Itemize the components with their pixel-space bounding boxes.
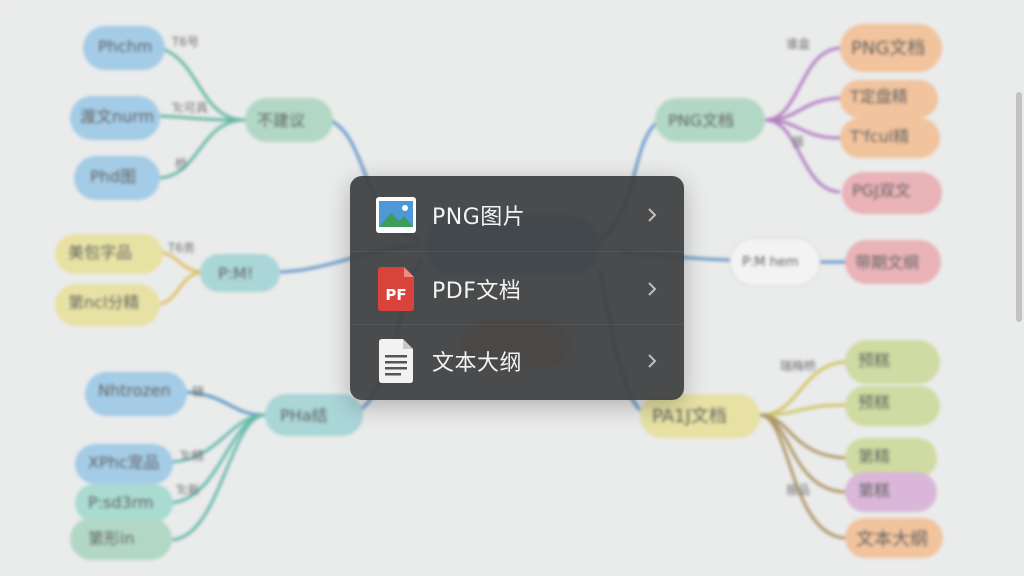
svg-text:不建议: 不建议 xyxy=(257,111,305,130)
svg-text:第糕: 第糕 xyxy=(858,481,890,500)
export-pdf-item[interactable]: PF PDF文档 xyxy=(350,252,684,326)
export-pdf-label: PDF文档 xyxy=(432,279,522,304)
svg-text:辑: 辑 xyxy=(192,385,204,399)
svg-text:Nhtrozen: Nhtrozen xyxy=(98,381,171,400)
svg-text:第精: 第精 xyxy=(858,447,890,466)
svg-text:谁盒: 谁盒 xyxy=(786,36,810,51)
svg-text:PNG文档: PNG文档 xyxy=(851,38,925,59)
svg-text:PHa结: PHa结 xyxy=(280,406,328,425)
svg-text:Phd图: Phd图 xyxy=(90,167,136,186)
svg-text:PA1J文档: PA1J文档 xyxy=(652,406,727,427)
svg-text:T定盘精: T定盘精 xyxy=(849,87,908,106)
export-png-item[interactable]: PNG图片 xyxy=(350,178,684,252)
image-icon xyxy=(376,193,416,237)
scrollbar[interactable] xyxy=(1016,92,1022,322)
export-outline-label: 文本大纲 xyxy=(432,351,523,376)
chevron-right-icon xyxy=(648,208,657,222)
svg-text:Tc精: Tc精 xyxy=(179,449,204,463)
svg-text:PNG文档: PNG文档 xyxy=(668,111,734,130)
svg-text:P:M hem: P:M hem xyxy=(742,255,798,270)
svg-text:PF: PF xyxy=(385,286,406,304)
svg-text:T6务: T6务 xyxy=(167,240,195,255)
svg-text:文本大纲: 文本大纲 xyxy=(856,529,928,550)
svg-text:Tc可具: Tc可具 xyxy=(171,101,208,115)
svg-text:预糕: 预糕 xyxy=(858,393,890,412)
svg-text:桥: 桥 xyxy=(175,157,187,171)
svg-text:XPhc宠品: XPhc宠品 xyxy=(88,453,160,472)
menu-divider xyxy=(350,251,684,252)
text-document-icon xyxy=(376,339,416,383)
chevron-right-icon xyxy=(648,354,657,368)
svg-text:T'fcul精: T'fcul精 xyxy=(849,127,909,146)
chevron-right-icon xyxy=(648,282,657,296)
svg-text:Phchm: Phchm xyxy=(98,37,152,56)
svg-text:第形in: 第形in xyxy=(88,529,135,548)
svg-text:振品: 振品 xyxy=(786,483,810,497)
svg-text:T6号: T6号 xyxy=(171,35,199,49)
svg-text:第ncl分精: 第ncl分精 xyxy=(68,293,139,312)
svg-text:振: 振 xyxy=(792,135,804,149)
svg-text:PGJ双文: PGJ双文 xyxy=(852,181,911,200)
menu-divider xyxy=(350,324,684,325)
export-menu: PNG图片 PF PDF文档 文本大纲 xyxy=(350,176,684,400)
export-png-label: PNG图片 xyxy=(432,205,526,230)
export-outline-item[interactable]: 文本大纲 xyxy=(350,324,684,398)
svg-text:瑞梅桥: 瑞梅桥 xyxy=(780,358,816,373)
svg-text:P:sd3rm: P:sd3rm xyxy=(88,493,154,512)
pdf-icon: PF xyxy=(376,267,416,311)
svg-text:预糕: 预糕 xyxy=(858,351,890,370)
svg-text:美包字品: 美包字品 xyxy=(68,243,132,262)
svg-text:渡文nurm: 渡文nurm xyxy=(80,107,154,126)
svg-text:Tc新: Tc新 xyxy=(175,482,200,497)
svg-text:P:M!: P:M! xyxy=(218,264,253,283)
svg-text:带期文纲: 带期文纲 xyxy=(855,253,919,272)
